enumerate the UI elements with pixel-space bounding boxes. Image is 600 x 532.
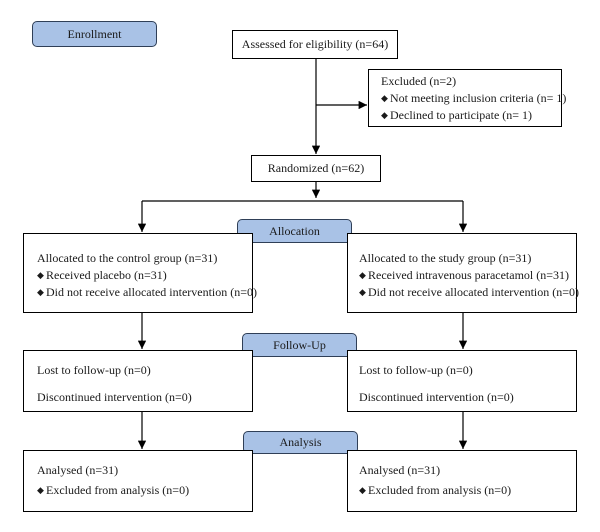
stage-label-follow-up-text: Follow-Up <box>273 337 326 352</box>
stage-label-allocation: Allocation <box>237 219 352 243</box>
stage-label-analysis-text: Analysis <box>279 435 322 449</box>
excluded-bullet: ◆Declined to participate (n= 1) <box>381 108 533 122</box>
bullet-diamond-icon: ◆ <box>359 287 366 297</box>
randomized-box: Randomized (n=62) <box>251 155 381 182</box>
bullet-diamond-icon: ◆ <box>37 270 44 280</box>
analysis-study-box: Analysed (n=31) ◆Excluded from analysis … <box>347 450 577 512</box>
randomized-text: Randomized (n=62) <box>267 161 365 175</box>
allocation-study-bullet: ◆Received intravenous paracetamol (n=31) <box>359 268 570 282</box>
followup-control-lost: Lost to follow-up (n=0) <box>37 363 151 377</box>
bullet-diamond-icon: ◆ <box>359 485 366 495</box>
followup-study-box: Lost to follow-up (n=0) Discontinued int… <box>347 350 577 412</box>
stage-label-enrollment-text: Enrollment <box>67 26 122 41</box>
stage-label-follow-up: Follow-Up <box>242 333 357 357</box>
allocation-study-bullet: ◆Did not receive allocated intervention … <box>359 285 580 299</box>
excluded-bullet: ◆Not meeting inclusion criteria (n= 1) <box>381 91 567 105</box>
followup-control-box: Lost to follow-up (n=0) Discontinued int… <box>23 350 253 412</box>
allocation-control-bullet: ◆Received placebo (n=31) <box>37 268 167 282</box>
allocation-control-title: Allocated to the control group (n=31) <box>37 251 218 265</box>
bullet-diamond-icon: ◆ <box>37 287 44 297</box>
allocation-study-box: Allocated to the study group (n=31) ◆Rec… <box>347 233 580 313</box>
assessed-text: Assessed for eligibility (n=64) <box>241 37 389 51</box>
excluded-title: Excluded (n=2) <box>381 74 457 88</box>
analysis-study-analysed: Analysed (n=31) <box>359 463 441 477</box>
assessed-box: Assessed for eligibility (n=64) <box>232 30 398 59</box>
bullet-diamond-icon: ◆ <box>37 485 44 495</box>
stage-label-enrollment: Enrollment <box>32 21 157 47</box>
followup-control-discontinued: Discontinued intervention (n=0) <box>37 390 192 404</box>
allocation-control-box: Allocated to the control group (n=31) ◆R… <box>23 233 258 313</box>
stage-label-allocation-text: Allocation <box>269 223 320 238</box>
followup-study-lost: Lost to follow-up (n=0) <box>359 363 473 377</box>
bullet-diamond-icon: ◆ <box>381 93 388 103</box>
analysis-study-bullet: ◆Excluded from analysis (n=0) <box>359 483 512 497</box>
analysis-control-box: Analysed (n=31) ◆Excluded from analysis … <box>23 450 253 512</box>
followup-study-discontinued: Discontinued intervention (n=0) <box>359 390 514 404</box>
analysis-control-bullet: ◆Excluded from analysis (n=0) <box>37 483 190 497</box>
excluded-box: Excluded (n=2) ◆Not meeting inclusion cr… <box>368 69 567 127</box>
bullet-diamond-icon: ◆ <box>381 110 388 120</box>
bullet-diamond-icon: ◆ <box>359 270 366 280</box>
analysis-control-analysed: Analysed (n=31) <box>37 463 119 477</box>
allocation-control-bullet: ◆Did not receive allocated intervention … <box>37 285 258 299</box>
allocation-study-title: Allocated to the study group (n=31) <box>359 251 532 265</box>
stage-label-analysis: Analysis <box>243 431 358 454</box>
